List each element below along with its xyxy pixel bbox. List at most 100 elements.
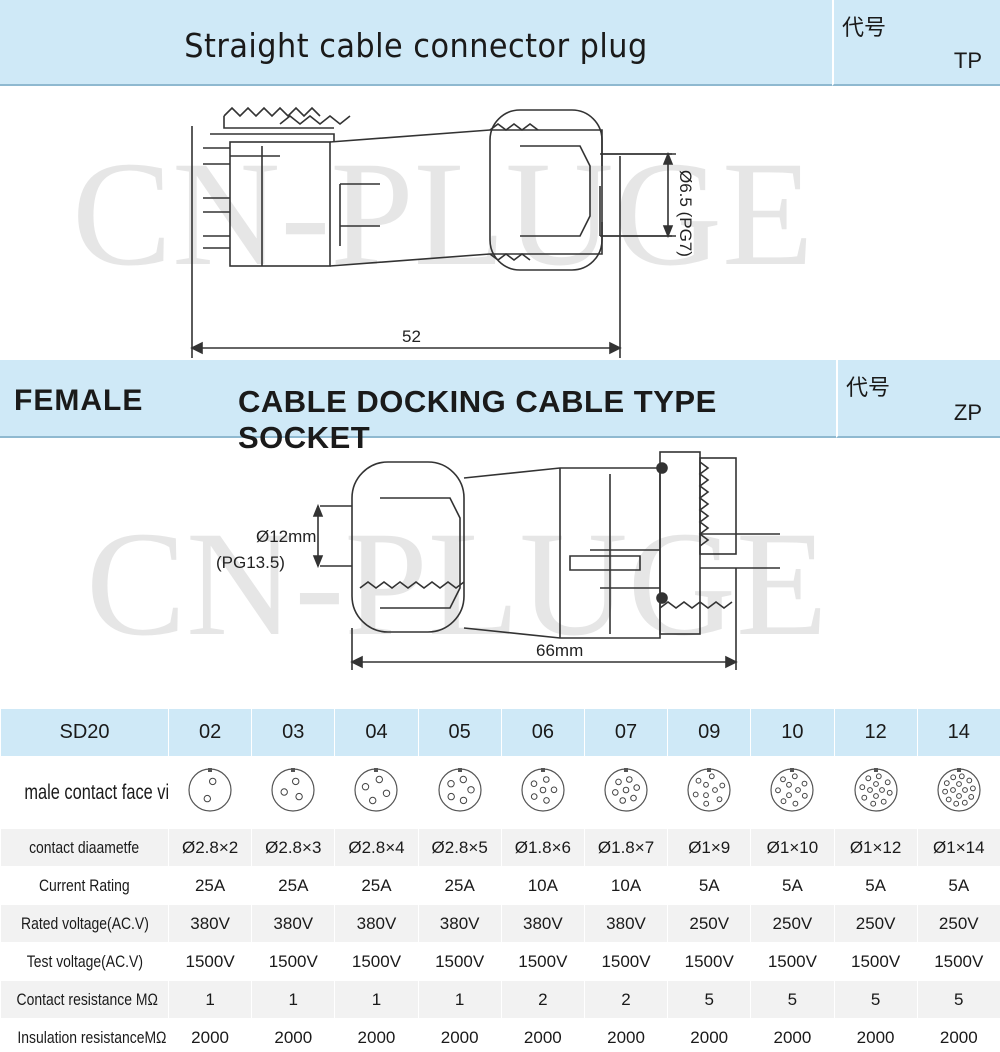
contact-face-outline [271, 768, 315, 812]
table-cell: 1500V [583, 942, 669, 981]
socket-drawing: CN-PLUGE [0, 438, 1000, 708]
contact-pin [786, 781, 793, 788]
table-cell: 2000 [750, 1018, 835, 1052]
contact-face-icon [521, 768, 565, 812]
contact-face-outline [770, 768, 815, 812]
contact-pin [955, 793, 962, 799]
contact-pin [622, 786, 630, 794]
table-cell: 2000 [334, 1018, 419, 1052]
model-header-cell: 10 [750, 708, 835, 757]
pin-face-cell [334, 756, 419, 829]
contact-pin [447, 792, 455, 801]
plug-watermark: CN-PLUGE [72, 131, 814, 297]
contact-pin [295, 792, 304, 801]
contact-face-outline [521, 768, 565, 812]
socket-title-panel: FEMALE CABLE DOCKING CABLE TYPE SOCKET [0, 360, 836, 455]
contact-pin [802, 780, 808, 787]
table-cell: 2 [583, 980, 669, 1019]
table-cell: Ø2.8×3 [251, 828, 336, 867]
row-label: Current Rating [0, 866, 169, 905]
contact-pin [703, 800, 710, 807]
table-cell: 2000 [833, 1018, 918, 1052]
plug-cable-dimension: Ø6.5 (PG7) [676, 170, 695, 257]
plug-title: Straight cable connector plug [184, 26, 648, 65]
contact-pin [792, 800, 799, 807]
contact-face-icon [271, 768, 315, 812]
contact-pin [780, 776, 787, 783]
pin-face-cell [583, 756, 669, 829]
contact-pin [280, 788, 289, 796]
contact-face-icon [687, 768, 731, 812]
contact-pin [459, 796, 467, 805]
contact-pin [878, 787, 885, 793]
contact-face-key [956, 768, 961, 772]
contact-pin [966, 777, 972, 784]
model-header-cell: 02 [167, 708, 253, 757]
contact-pin [880, 798, 887, 805]
table-cell: 380V [167, 904, 253, 943]
contact-pin [542, 776, 550, 783]
contact-face-key [374, 768, 379, 772]
table-cell: 10A [583, 866, 669, 905]
pin-face-cell [750, 756, 835, 829]
pin-face-cell [833, 756, 918, 829]
contact-pin [961, 787, 968, 793]
model-header-cell: 12 [833, 708, 918, 757]
contact-pin [209, 777, 217, 786]
table-cell: 1 [251, 980, 336, 1019]
contact-pin [950, 774, 956, 781]
contact-pin [958, 773, 965, 780]
plug-banner: Straight cable connector plug 代号 TP [0, 0, 1000, 86]
contact-pin [615, 778, 622, 786]
table-cell: Ø1×10 [750, 828, 835, 867]
contact-face-outline [853, 768, 898, 812]
plug-code-label: 代号 [842, 16, 887, 41]
plug-length-dimension: 52 [402, 327, 421, 346]
contact-pin [619, 797, 627, 804]
contact-pin [716, 796, 723, 803]
contact-face-outline [354, 768, 399, 812]
contact-pin [872, 781, 879, 787]
plug-outline [190, 106, 676, 358]
contact-pin [872, 793, 879, 799]
contact-pin [953, 800, 959, 807]
pin-view-row: male contact face view [0, 756, 1000, 829]
contact-face-icon [354, 768, 399, 812]
contact-pin [884, 779, 891, 786]
plug-drawing: CN-PLUGE [0, 86, 1000, 360]
table-cell: 250V [667, 904, 752, 943]
contact-pin [864, 775, 871, 782]
table-cell: 380V [417, 904, 502, 943]
contact-pin [626, 776, 633, 783]
table-cell: 25A [251, 866, 336, 905]
contact-pin [786, 792, 793, 799]
table-cell: 1 [167, 980, 253, 1019]
table-cell: 2 [500, 980, 585, 1019]
contact-pin [955, 781, 962, 787]
pin-face-cell [167, 756, 253, 829]
table-cell: 2000 [251, 1018, 336, 1052]
contact-pin [530, 793, 538, 800]
contact-pin [446, 780, 455, 788]
socket-gender: FEMALE [14, 384, 144, 417]
contact-pin [775, 787, 782, 794]
table-cell: 380V [500, 904, 585, 943]
contact-pin [961, 799, 968, 806]
table-cell: 250V [833, 904, 918, 943]
table-cell: Ø1.8×6 [500, 828, 585, 867]
model-header-cell: 05 [417, 708, 502, 757]
contact-pin [530, 780, 538, 788]
socket-title: CABLE DOCKING CABLE TYPE SOCKET [238, 384, 717, 455]
table-cell: Ø1×14 [916, 828, 1000, 867]
contact-pin [719, 782, 726, 789]
socket-banner: FEMALE CABLE DOCKING CABLE TYPE SOCKET 代… [0, 360, 1000, 455]
table-cell: 5 [833, 980, 918, 1019]
plug-title-panel: Straight cable connector plug [0, 0, 832, 86]
contact-face-outline [438, 768, 482, 812]
pin-face-cell [667, 756, 752, 829]
table-cell: 5A [916, 866, 1000, 905]
contact-pin [459, 775, 467, 784]
